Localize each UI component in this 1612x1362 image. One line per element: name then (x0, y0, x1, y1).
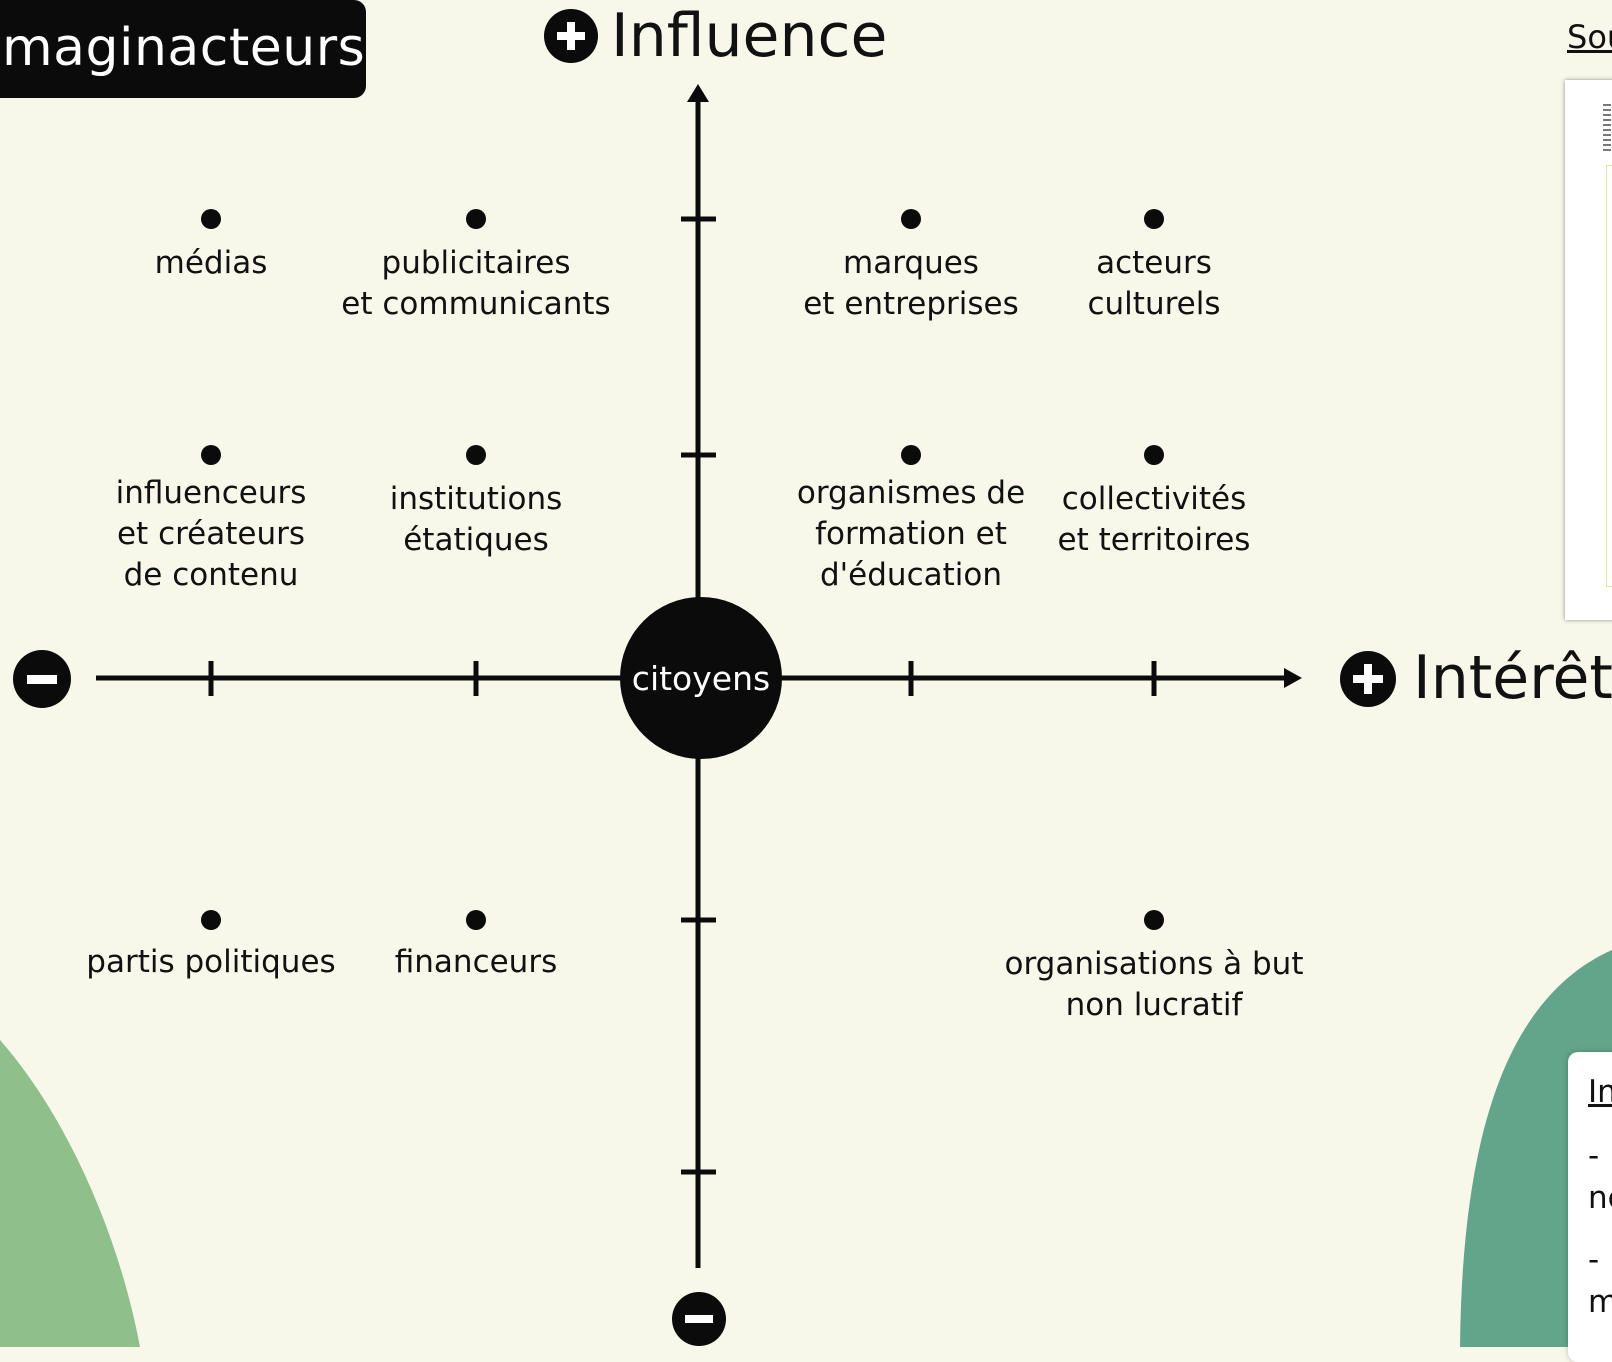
info-card-line: nc (1588, 1180, 1612, 1216)
blob-left-decoration (0, 1040, 140, 1347)
actor-dot (201, 445, 221, 465)
actor-dot (201, 209, 221, 229)
actor-label: collectivités et territoires (1057, 481, 1251, 558)
actor-label: marques et entreprises (803, 245, 1019, 322)
actor-label: influenceurs et créateurs de contenu (115, 475, 307, 593)
source-link[interactable]: Sou (1567, 18, 1612, 56)
interest-minus-icon (13, 650, 71, 708)
actor-label: institutions étatiques (389, 481, 563, 558)
influence-minus-icon (672, 1292, 726, 1346)
actor-label: partis politiques (86, 944, 336, 980)
actor-label: acteurs culturels (1087, 245, 1221, 322)
vertical-axis-arrowhead (687, 84, 709, 102)
influence-plus-icon (544, 9, 598, 63)
title-text: maginacteurs (2, 18, 366, 78)
influence-axis-label: Influence (611, 1, 888, 71)
actor-dot (1144, 445, 1164, 465)
source-document-thumbnail[interactable] (1565, 80, 1612, 620)
actor-dot (201, 910, 221, 930)
center-node-label: citoyens (632, 659, 770, 698)
actor-label: organisations à but non lucratif (1004, 946, 1304, 1023)
center-node (620, 597, 782, 759)
actor-dot (1144, 209, 1164, 229)
actor-dot (1144, 910, 1164, 930)
actor-dot (901, 445, 921, 465)
actor-label: médias (154, 245, 268, 281)
interest-plus-icon (1340, 651, 1396, 707)
actor-dot (466, 445, 486, 465)
horizontal-axis-arrowhead (1284, 668, 1302, 688)
info-card: In - nc - m (1568, 1052, 1612, 1362)
actor-dot (901, 209, 921, 229)
actor-label: financeurs (394, 944, 558, 980)
document-frame (1606, 165, 1612, 587)
info-card-line: m (1588, 1284, 1612, 1320)
actor-dot (466, 209, 486, 229)
interest-axis-label: Intérêt (1413, 643, 1612, 713)
actor-dot (466, 910, 486, 930)
info-card-line: - (1588, 1138, 1600, 1174)
actor-label: publicitaires et communicants (341, 245, 611, 322)
actor-label: organismes de formation et d'éducation (796, 475, 1026, 593)
info-card-title: In (1588, 1074, 1612, 1110)
actor-dots (201, 209, 1164, 930)
title-badge: maginacteurs (0, 0, 366, 98)
document-logo-icon (1603, 104, 1611, 154)
info-card-line: - (1588, 1242, 1600, 1278)
